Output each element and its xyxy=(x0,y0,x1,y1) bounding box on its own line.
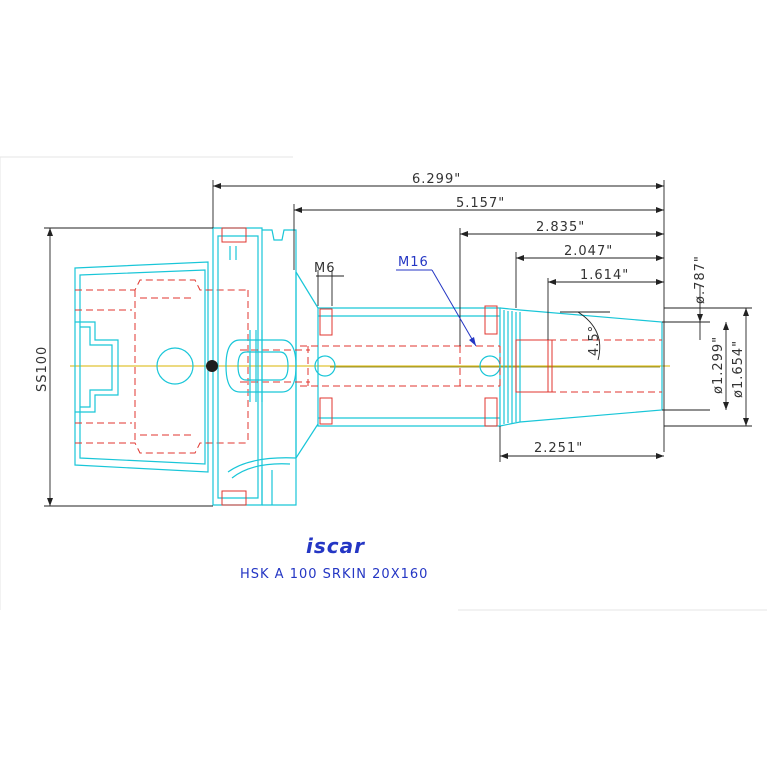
drive-ball xyxy=(206,360,218,372)
dim-dia-large: ø1.654" xyxy=(731,340,746,398)
flange-slot xyxy=(225,330,310,402)
dim-dia-mid: ø1.299" xyxy=(711,336,726,394)
hsk-hidden-lines xyxy=(75,279,249,454)
dim-taper-angle: 4.5° xyxy=(587,325,602,356)
dimension-lines xyxy=(44,180,752,507)
dim-shank-label: SS100 xyxy=(35,346,50,392)
dim-length-5: 1.614" xyxy=(580,268,629,283)
dim-thread-m6: M6 xyxy=(314,261,336,276)
dim-length-3: 2.835" xyxy=(536,220,585,235)
hsk-shank xyxy=(74,261,209,473)
iscar-logo: iscar xyxy=(306,534,365,558)
taper-nose xyxy=(499,307,663,427)
dim-length-2: 5.157" xyxy=(456,196,505,211)
dim-overall-length: 6.299" xyxy=(412,172,461,187)
dim-length-4: 2.047" xyxy=(564,244,613,259)
dim-dia-small: ø.787" xyxy=(693,255,708,304)
dim-length-bottom: 2.251" xyxy=(534,441,583,456)
drawing-caption: HSK A 100 SRKIN 20X160 xyxy=(240,567,428,582)
tool-body xyxy=(300,305,501,427)
svg-text:iscar: iscar xyxy=(306,534,365,558)
m16-leader xyxy=(396,269,477,347)
dim-thread-m16: M16 xyxy=(398,255,429,270)
